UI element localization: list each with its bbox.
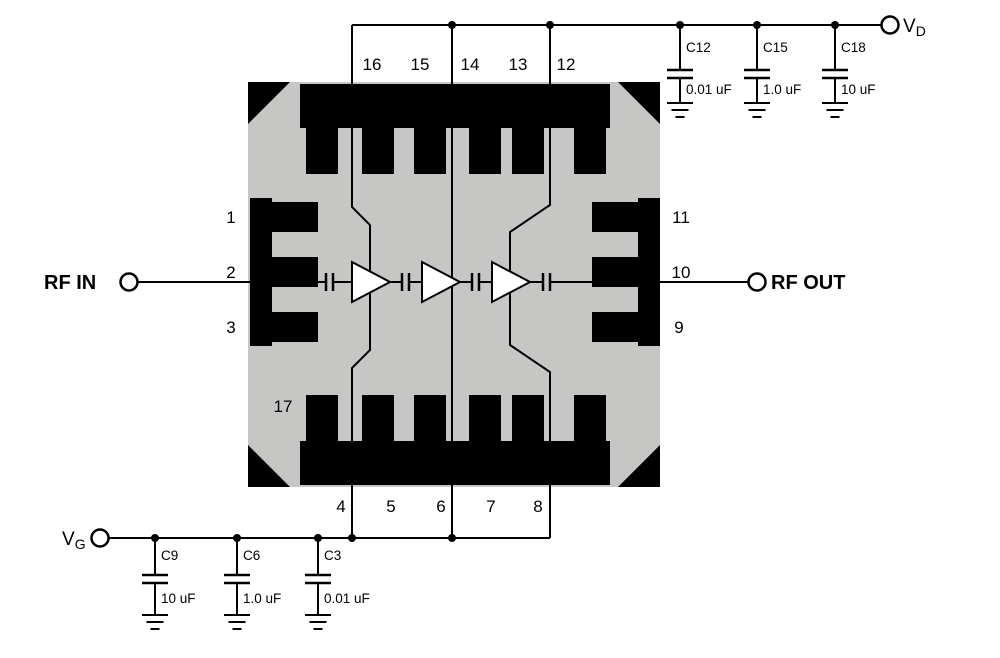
junction-dot <box>546 21 554 29</box>
pad-tooth <box>469 395 501 441</box>
left-pad-finger <box>250 202 318 232</box>
pin-label-14: 14 <box>461 55 480 74</box>
rf-out-terminal <box>747 272 767 292</box>
top-pad-bar <box>300 84 610 128</box>
pad-tooth <box>414 128 446 174</box>
capacitor-value: 10 uF <box>161 591 196 606</box>
capacitor-c3: C3 0.01 uF <box>305 538 370 630</box>
left-pad-finger <box>250 312 318 342</box>
rf-in-label: RF IN <box>44 272 96 294</box>
capacitor-value: 1.0 uF <box>763 82 801 97</box>
amplifier-stage-3 <box>491 260 533 304</box>
capacitor-plates <box>667 68 693 80</box>
ground-icon <box>667 102 693 118</box>
capacitor-name: C3 <box>324 548 341 563</box>
vg-terminal <box>90 528 110 548</box>
capacitor-plates <box>305 573 331 585</box>
capacitor-c6: C6 1.0 uF <box>224 538 281 630</box>
capacitor-plates <box>224 573 250 585</box>
pin-label-5: 5 <box>386 497 395 516</box>
ground-icon <box>822 102 848 118</box>
rf-out-label: RF OUT <box>771 272 845 294</box>
pad-tooth <box>574 395 606 441</box>
pin-label-17: 17 <box>274 397 293 416</box>
capacitor-value: 10 uF <box>841 82 876 97</box>
capacitor-c15: C15 1.0 uF <box>744 25 801 118</box>
pin-label-3: 3 <box>226 318 235 337</box>
pin-label-8: 8 <box>533 497 542 516</box>
capacitor-name: C9 <box>161 548 178 563</box>
junction-dot <box>348 534 356 542</box>
pin-label-13: 13 <box>509 55 528 74</box>
chip-corner-mark <box>248 82 290 124</box>
pin-label-9: 9 <box>674 318 683 337</box>
pad-tooth <box>512 128 544 174</box>
pad-tooth <box>362 395 394 441</box>
pad-tooth <box>306 395 338 441</box>
amplifier-stage-2 <box>421 260 463 304</box>
capacitor-c18: C18 10 uF <box>822 25 876 118</box>
capacitor-value: 0.01 uF <box>686 82 732 97</box>
vg-label: VG <box>62 529 86 552</box>
right-pad-finger <box>592 312 660 342</box>
capacitor-plates <box>142 573 168 585</box>
capacitor-plates <box>744 68 770 80</box>
left-pad-finger <box>250 257 318 287</box>
capacitor-c9: C9 10 uF <box>142 538 196 630</box>
bottom-pad-bar <box>300 441 610 485</box>
junction-dot <box>448 21 456 29</box>
pad-tooth <box>512 395 544 441</box>
capacitor-value: 1.0 uF <box>243 591 281 606</box>
pin-label-15: 15 <box>411 55 430 74</box>
pin-label-12: 12 <box>557 55 576 74</box>
capacitor-name: C18 <box>841 40 866 55</box>
dc-block-plates <box>324 273 552 291</box>
right-pad-finger <box>592 202 660 232</box>
capacitor-name: C6 <box>243 548 260 563</box>
rf-in-terminal <box>119 272 139 292</box>
junction-dot <box>448 534 456 542</box>
pin-label-1: 1 <box>226 208 235 227</box>
pad-tooth <box>574 128 606 174</box>
pin-label-16: 16 <box>363 55 382 74</box>
pad-tooth <box>306 128 338 174</box>
ground-icon <box>744 102 770 118</box>
capacitor-c12: C12 0.01 uF <box>667 25 732 118</box>
ground-icon <box>142 614 168 630</box>
chip-corner-mark <box>618 445 660 487</box>
capacitor-plates <box>822 68 848 80</box>
chip-corner-mark <box>248 445 290 487</box>
capacitor-value: 0.01 uF <box>324 591 370 606</box>
pad-tooth <box>414 395 446 441</box>
pin-label-2: 2 <box>226 263 235 282</box>
vd-terminal <box>880 15 900 35</box>
pin-label-10: 10 <box>672 263 691 282</box>
pin-label-11: 11 <box>672 208 690 227</box>
right-pad-finger <box>592 257 660 287</box>
amplifier-stage-1 <box>351 260 393 304</box>
capacitor-name: C12 <box>686 40 711 55</box>
pin-label-4: 4 <box>336 497 345 516</box>
pin-label-7: 7 <box>486 497 495 516</box>
pad-tooth <box>469 128 501 174</box>
ground-icon <box>305 614 331 630</box>
chip-corner-mark <box>618 82 660 124</box>
ground-icon <box>224 614 250 630</box>
pin-label-6: 6 <box>436 497 445 516</box>
capacitor-name: C15 <box>763 40 788 55</box>
vd-label: VD <box>903 16 926 39</box>
pad-tooth <box>362 128 394 174</box>
